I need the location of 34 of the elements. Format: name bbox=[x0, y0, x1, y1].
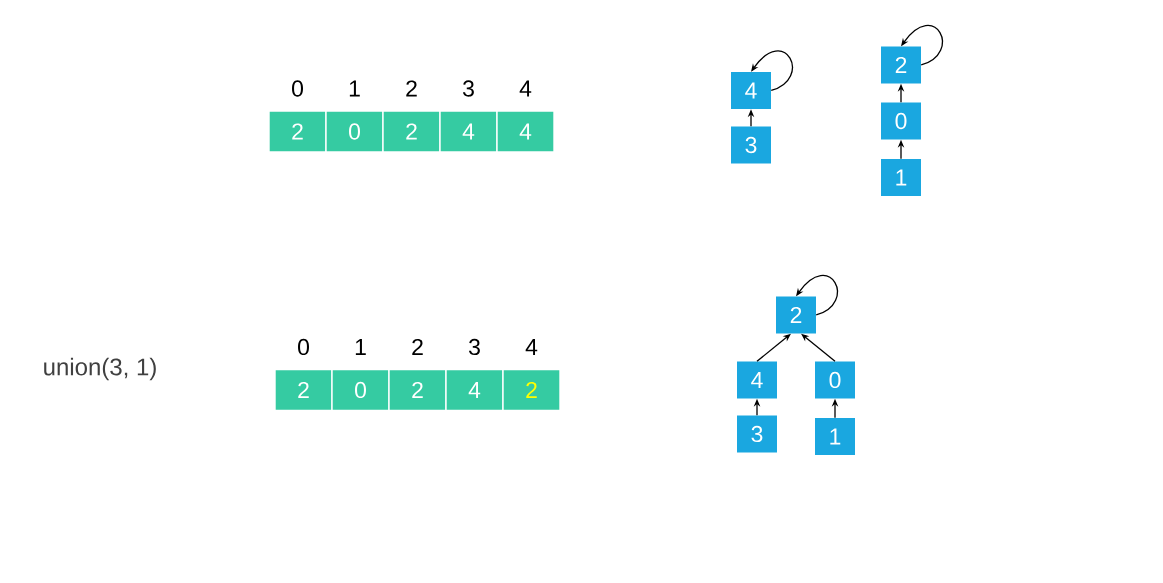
tree-node: 1 bbox=[881, 159, 921, 196]
tree-node: 2 bbox=[881, 46, 921, 84]
index-label: 4 bbox=[519, 80, 532, 97]
array-cell: 0 bbox=[331, 368, 390, 412]
self-loop-arrow bbox=[901, 24, 943, 66]
self-loop-arrow bbox=[796, 274, 838, 316]
tree-node: 4 bbox=[737, 361, 777, 399]
self-loop-arrow bbox=[751, 50, 793, 92]
index-label: 0 bbox=[292, 80, 303, 97]
operation-label: union(3, 1) bbox=[44, 357, 156, 381]
tree-node: 0 bbox=[815, 361, 855, 399]
array-cell: 4 bbox=[445, 368, 504, 412]
tree-node: 0 bbox=[881, 102, 921, 140]
index-label: 3 bbox=[463, 80, 474, 97]
index-label: 0 bbox=[298, 338, 309, 356]
tree-node: 3 bbox=[731, 126, 771, 164]
index-label: 1 bbox=[349, 80, 360, 97]
index-label: 4 bbox=[525, 339, 538, 355]
index-label: 1 bbox=[355, 339, 366, 355]
array-cell: 4 bbox=[439, 110, 498, 153]
tree-node: 1 bbox=[815, 418, 855, 455]
array-cell: 0 bbox=[325, 110, 384, 153]
array-cell: 2 bbox=[274, 368, 333, 412]
tree-node: 2 bbox=[776, 296, 816, 334]
array-cell: 2 bbox=[268, 110, 327, 153]
array-cell: 4 bbox=[496, 110, 555, 153]
array-cell: 2 bbox=[388, 368, 447, 412]
index-label: 3 bbox=[469, 338, 480, 356]
index-label: 2 bbox=[412, 338, 423, 355]
index-label: 2 bbox=[406, 80, 417, 97]
tree-node: 3 bbox=[737, 415, 777, 453]
tree-node: 4 bbox=[731, 72, 771, 109]
array-cell: 2 bbox=[502, 368, 561, 412]
array-cell: 2 bbox=[382, 110, 441, 153]
